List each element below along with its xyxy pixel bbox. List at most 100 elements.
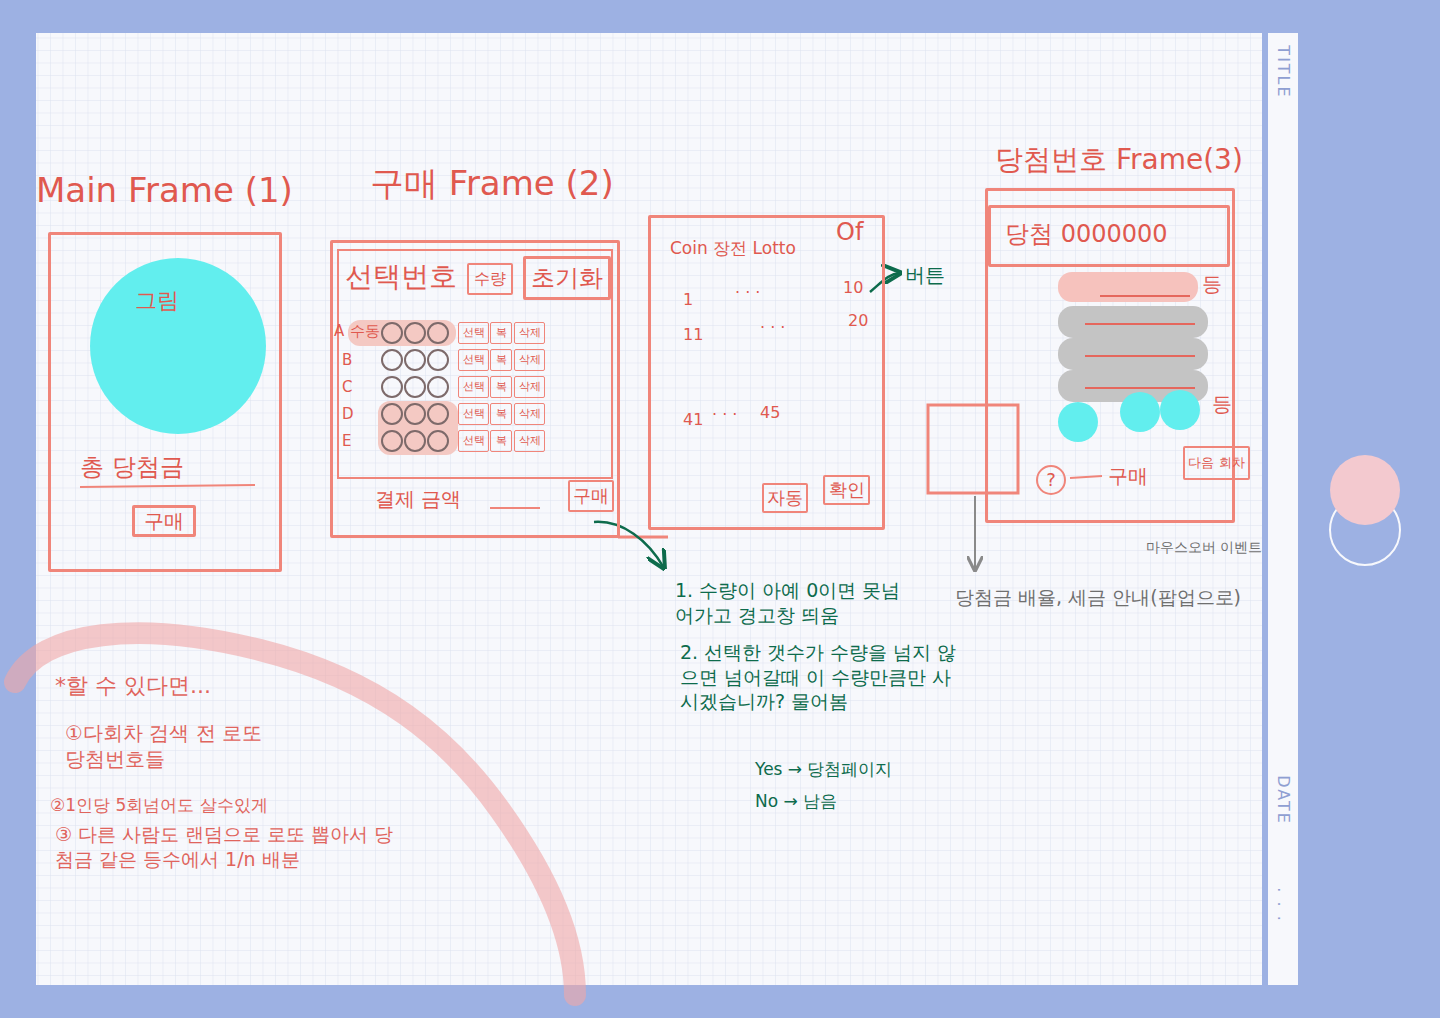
quantity-button: 수량 bbox=[467, 263, 513, 295]
button-label: ? bbox=[1046, 469, 1056, 491]
pink-highlighter-stroke bbox=[15, 633, 575, 995]
node-text: D bbox=[342, 405, 354, 423]
sidebar-label: DATE bbox=[1273, 775, 1294, 825]
node-text: 10 bbox=[843, 278, 863, 297]
button-label: 복 bbox=[496, 326, 507, 339]
button-label: 구매 bbox=[573, 485, 609, 507]
number-circle bbox=[405, 404, 425, 424]
node-text: 41 bbox=[683, 410, 703, 429]
auto-button: 자동 bbox=[762, 483, 808, 513]
select-button: 선택 bbox=[458, 376, 489, 398]
purchase-frame: 구매 Frame (2)선택번호A수동BCDE결제 금액수량초기화선택복삭제선택… bbox=[330, 240, 620, 538]
annotation: 버튼 bbox=[905, 262, 945, 288]
button-label: 확인 bbox=[829, 479, 865, 501]
delete-button: 삭제 bbox=[514, 322, 545, 344]
buy-button: 구매 bbox=[568, 480, 614, 512]
copy-button: 복 bbox=[490, 403, 512, 425]
node-text: 선택번호 bbox=[345, 260, 457, 294]
button-label: 선택 bbox=[463, 326, 485, 339]
button-label: 복 bbox=[496, 353, 507, 366]
delete-button: 삭제 bbox=[514, 430, 545, 452]
popup-box bbox=[928, 405, 1018, 493]
select-button: 선택 bbox=[458, 403, 489, 425]
number-circle bbox=[405, 350, 425, 370]
button-label: 수량 bbox=[474, 269, 506, 288]
note-text: ③ 다른 사람도 랜덤으로 로또 뽑아서 당첨금 같은 등수에서 1/n 배분 bbox=[55, 822, 395, 871]
sidebar-label: TITLE bbox=[1273, 45, 1294, 98]
node-text: 45 bbox=[760, 403, 780, 422]
row-highlight bbox=[348, 320, 456, 346]
note-text: ①다회차 검색 전 로또 당첨번호들 bbox=[65, 720, 265, 772]
select-button: 선택 bbox=[458, 430, 489, 452]
buy-button: 구매 bbox=[132, 505, 196, 537]
bar-line bbox=[1085, 323, 1195, 325]
sidebar-label: . . . bbox=[1273, 887, 1294, 922]
button-label: 자동 bbox=[767, 487, 803, 509]
node-text: 구매 bbox=[1108, 464, 1148, 488]
node-text: 당첨 0000000 bbox=[1005, 220, 1168, 249]
bar-line bbox=[1085, 387, 1195, 389]
select-button: 선택 bbox=[458, 349, 489, 371]
node-text: B bbox=[342, 351, 352, 369]
image-circle: 그림 bbox=[90, 258, 266, 434]
note-heading: *할 수 있다면... bbox=[55, 672, 211, 701]
number-circle bbox=[428, 323, 448, 343]
node-text: 그림 bbox=[135, 288, 179, 314]
node-text: 20 bbox=[848, 311, 868, 330]
dash-line bbox=[1070, 476, 1102, 478]
node-text: · · · bbox=[735, 283, 760, 302]
ball bbox=[1120, 392, 1160, 432]
number-circle bbox=[405, 431, 425, 451]
button-label: 삭제 bbox=[519, 434, 541, 447]
button-label: 삭제 bbox=[519, 353, 541, 366]
node-text: Of bbox=[836, 218, 863, 247]
button-label: 선택 bbox=[463, 434, 485, 447]
number-circle bbox=[382, 323, 402, 343]
number-circle bbox=[405, 377, 425, 397]
select-button: 선택 bbox=[458, 322, 489, 344]
underline bbox=[80, 485, 255, 487]
node-text: · · · bbox=[712, 405, 737, 424]
node-text: 수동 bbox=[350, 322, 380, 340]
rank-bar bbox=[1058, 306, 1208, 338]
confirm-button: 확인 bbox=[823, 475, 870, 505]
delete-button: 삭제 bbox=[514, 403, 545, 425]
leader-arrow bbox=[870, 273, 900, 292]
note-text: 1. 수량이 아예 0이면 못넘어가고 경고창 띄움 bbox=[675, 578, 905, 627]
paper-grid bbox=[36, 33, 1262, 985]
number-circles bbox=[382, 323, 448, 451]
button-label: 구매 bbox=[144, 509, 184, 533]
number-circle bbox=[382, 377, 402, 397]
paper-sheet bbox=[36, 33, 1262, 985]
next-round-button: 다음 회차 bbox=[1183, 446, 1250, 480]
number-circle bbox=[382, 431, 402, 451]
frame-heading: 당첨번호 Frame(3) bbox=[995, 143, 1243, 177]
number-circle bbox=[428, 431, 448, 451]
note-text: No → 남음 bbox=[755, 790, 837, 812]
button-label: 복 bbox=[496, 407, 507, 420]
inner-panel bbox=[338, 250, 612, 478]
number-circle bbox=[428, 350, 448, 370]
node-text: · · · bbox=[760, 318, 785, 337]
bar-line bbox=[1085, 355, 1195, 357]
note-text: Yes → 당첨페이지 bbox=[755, 758, 893, 780]
pink-dot-decoration bbox=[1330, 455, 1400, 525]
number-picker-frame: Coin 장전 LottoOf1· · ·1011· · ·2041· · ·4… bbox=[648, 215, 885, 530]
reset-button: 초기화 bbox=[523, 256, 611, 300]
button-label: 삭제 bbox=[519, 380, 541, 393]
button-label: 선택 bbox=[463, 380, 485, 393]
number-circle bbox=[428, 377, 448, 397]
row-highlight bbox=[378, 401, 458, 455]
node-text: A bbox=[334, 322, 344, 340]
button-label: 삭제 bbox=[519, 407, 541, 420]
node-text: E bbox=[342, 432, 351, 450]
winning-number-box: 당첨 0000000 bbox=[988, 205, 1230, 267]
node-text: 결제 금액 bbox=[375, 487, 461, 511]
number-circle bbox=[428, 404, 448, 424]
frame-line bbox=[618, 536, 668, 539]
copy-button: 복 bbox=[490, 322, 512, 344]
annotation: 마우스오버 이벤트 bbox=[1146, 538, 1262, 556]
button-label: 선택 bbox=[463, 353, 485, 366]
